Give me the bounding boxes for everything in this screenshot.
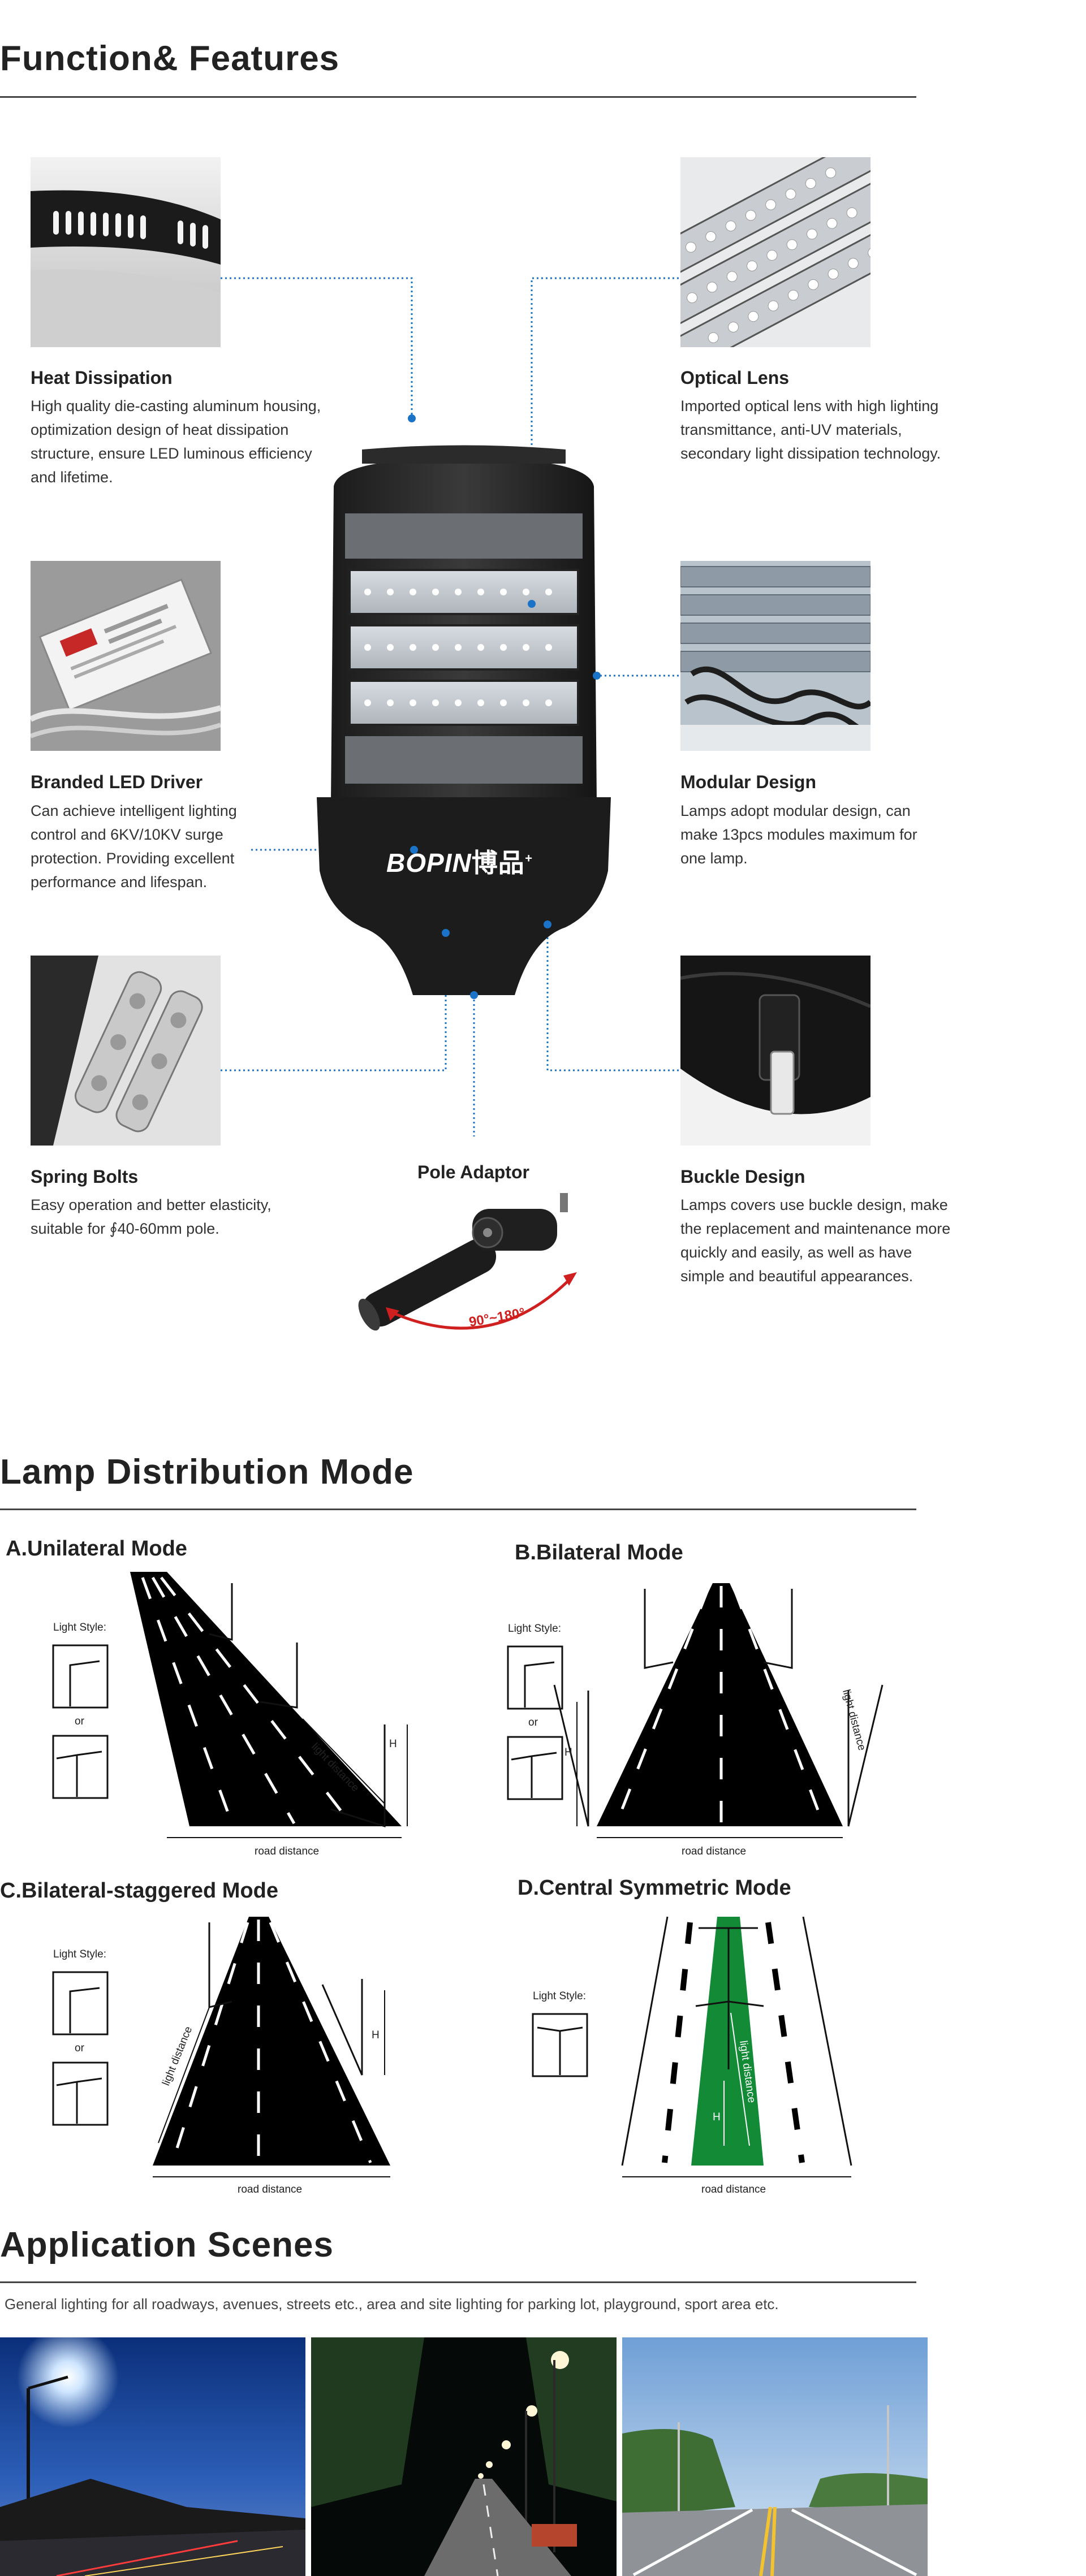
or-label: or <box>75 2042 85 2054</box>
h-label: H <box>713 2111 721 2123</box>
heat-desc: High quality die-casting aluminum housin… <box>31 397 321 486</box>
scenes-title: Application Scenes <box>0 2225 334 2264</box>
buckle-design-image <box>680 956 870 1146</box>
brand-logo-mark: + <box>524 851 533 866</box>
modular-title: Modular Design <box>680 772 817 792</box>
modular-desc: Lamps adopt modular design, can make 13p… <box>680 802 917 867</box>
spring-desc: Easy operation and better elasticity, su… <box>31 1196 272 1237</box>
scenes-desc: General lighting for all roadways, avenu… <box>5 2296 779 2313</box>
mode-d-diagram: Light Style: H light distance road dista… <box>532 1916 852 2195</box>
scene-road-day-image <box>622 2337 928 2576</box>
optical-lens-image <box>680 157 870 347</box>
buckle-dot <box>544 920 551 928</box>
scene-night-city-image <box>0 2337 305 2576</box>
or-label: or <box>75 1715 85 1727</box>
light-style-label: Light Style: <box>533 1990 586 2002</box>
distribution-rule <box>0 1509 916 1510</box>
modular-design-image <box>680 561 870 751</box>
spring-dot <box>442 929 450 937</box>
road-distance-label: road distance <box>238 2184 302 2195</box>
spring-bolts-image <box>31 956 221 1146</box>
brand-logo: BOPIN <box>386 848 472 878</box>
heat-dissipation-image <box>31 157 221 347</box>
mode-c-title: C.Bilateral-staggered Mode <box>0 1879 278 1903</box>
scene-avenue-night-image <box>311 2337 617 2576</box>
pole-adaptor-image: 90°~180° <box>358 1193 577 1331</box>
driver-title: Branded LED Driver <box>31 772 203 792</box>
road-distance-label: road distance <box>255 1845 319 1857</box>
street-lamp-image <box>317 445 611 995</box>
h-label: H <box>372 2029 380 2041</box>
light-style-label: Light Style: <box>53 1948 106 1960</box>
driver-desc: Can achieve intelligent lighting control… <box>31 802 237 891</box>
light-distance-label: light distance <box>840 1688 868 1752</box>
features-title: Function& Features <box>0 39 340 78</box>
light-style-label: Light Style: <box>53 1622 106 1633</box>
brand-logo-cn: 博品 <box>471 848 525 878</box>
buckle-desc: Lamps covers use buckle design, make the… <box>680 1196 951 1285</box>
optical-title: Optical Lens <box>680 368 790 388</box>
mode-c-diagram: Light Style: or H light distance road di… <box>52 1917 390 2195</box>
road-distance-label: road distance <box>701 2184 766 2195</box>
or-label: or <box>528 1717 538 1728</box>
pole-title: Pole Adaptor <box>417 1162 529 1182</box>
pole-dot <box>470 991 478 999</box>
pole-angle-label: 90°~180° <box>468 1305 526 1330</box>
heat-title: Heat Dissipation <box>31 368 173 388</box>
light-style-label: Light Style: <box>508 1623 561 1635</box>
scenes-rule <box>0 2281 916 2283</box>
mode-a-title: A.Unilateral Mode <box>6 1537 187 1561</box>
heat-dot <box>408 414 416 422</box>
modular-dot <box>593 672 601 680</box>
features-rule <box>0 96 916 98</box>
optical-dot <box>528 600 536 608</box>
h-label: H <box>389 1738 397 1750</box>
led-driver-image <box>31 561 221 751</box>
mode-d-title: D.Central Symmetric Mode <box>518 1876 791 1900</box>
mode-b-diagram: Light Style: or H light distance road di… <box>507 1583 884 1857</box>
mode-a-diagram: Light Style: or H light distance road di… <box>52 1572 408 1857</box>
mode-b-title: B.Bilateral Mode <box>515 1541 683 1564</box>
distribution-title: Lamp Distribution Mode <box>0 1453 414 1492</box>
road-distance-label: road distance <box>682 1845 746 1857</box>
optical-desc: Imported optical lens with high lighting… <box>680 397 941 462</box>
spring-title: Spring Bolts <box>31 1166 139 1187</box>
driver-dot <box>410 846 418 854</box>
h-label: H <box>564 1747 572 1758</box>
buckle-title: Buckle Design <box>680 1166 805 1187</box>
